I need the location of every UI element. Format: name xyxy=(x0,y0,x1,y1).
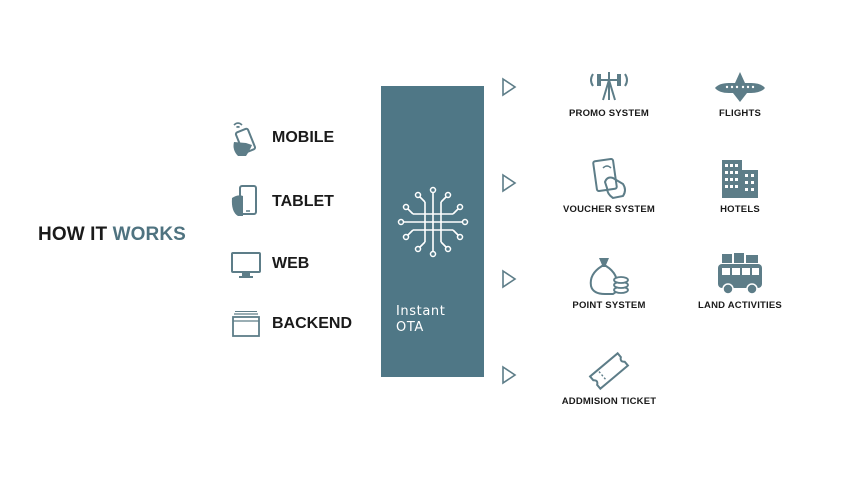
service-label: LAND ACTIVITIES xyxy=(698,300,782,311)
circuit-chip-icon xyxy=(397,186,469,258)
service-hotels: HOTELS xyxy=(675,152,805,215)
antenna-tower-icon xyxy=(590,72,628,101)
source-label: MOBILE xyxy=(272,129,335,146)
card-hand-icon xyxy=(592,158,626,200)
arrow-right-icon xyxy=(502,365,517,385)
service-label: VOUCHER SYSTEM xyxy=(562,204,655,215)
hub-label-line1: Instant xyxy=(396,304,446,319)
service-admission-ticket: ADDMISION TICKET xyxy=(544,344,674,407)
service-label: PROMO SYSTEM xyxy=(569,108,649,119)
service-voucher-system: VOUCHER SYSTEM xyxy=(544,152,674,215)
service-label: FLIGHTS xyxy=(718,108,762,119)
source-backend: BACKEND xyxy=(230,304,390,344)
source-label: WEB xyxy=(272,255,310,272)
airplane-icon xyxy=(715,72,765,102)
service-point-system: POINT SYSTEM xyxy=(544,248,674,311)
source-label: TABLET xyxy=(272,193,334,210)
arrow-right-icon xyxy=(502,77,517,97)
service-label: ADDMISION TICKET xyxy=(561,396,657,407)
title-accent: WORKS xyxy=(112,224,186,245)
bus-luggage-icon xyxy=(718,253,762,295)
instant-ota-hub: Instant OTA xyxy=(381,86,484,377)
service-land-activities: LAND ACTIVITIES xyxy=(675,248,805,311)
tablet-hand-icon xyxy=(230,182,262,222)
buildings-icon xyxy=(722,160,758,198)
source-mobile: MOBILE xyxy=(230,118,390,158)
monitor-icon xyxy=(230,244,262,284)
service-label: POINT SYSTEM xyxy=(572,300,646,311)
service-label: HOTELS xyxy=(720,204,760,215)
arrow-right-icon xyxy=(502,269,517,289)
page-title: HOW IT WORKS xyxy=(38,224,186,246)
hub-label: Instant OTA xyxy=(396,304,445,336)
source-web: WEB xyxy=(230,244,390,284)
service-promo-system: PROMO SYSTEM xyxy=(544,56,674,119)
service-flights: FLIGHTS xyxy=(675,56,805,119)
source-label: BACKEND xyxy=(272,315,352,332)
title-lead: HOW IT xyxy=(38,224,108,245)
folder-stack-icon xyxy=(230,304,262,344)
money-bag-coins-icon xyxy=(589,258,629,295)
ticket-icon xyxy=(588,351,630,391)
hub-label-line2: OTA xyxy=(396,320,424,335)
mobile-hand-icon xyxy=(230,118,262,158)
source-tablet: TABLET xyxy=(230,182,390,222)
arrow-right-icon xyxy=(502,173,517,193)
